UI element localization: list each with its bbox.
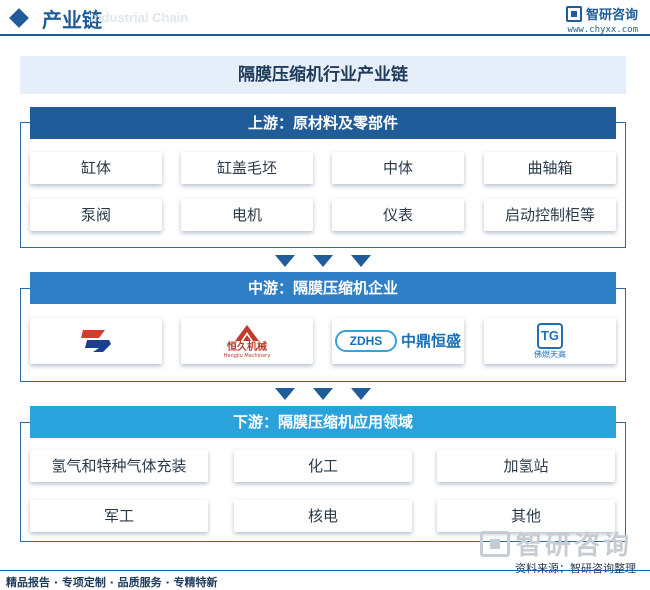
down-arrow-icon xyxy=(275,255,295,267)
downstream-item: 加氢站 xyxy=(437,450,615,482)
foran-logo-name: 佛燃天高 xyxy=(534,349,566,359)
downstream-item: 核电 xyxy=(234,500,412,532)
upstream-item: 缸盖毛坯 xyxy=(181,152,313,184)
red-blue-emblem-icon xyxy=(81,330,111,352)
upstream-item: 仪表 xyxy=(332,199,464,231)
company-logo-card: ZDHS 中鼎恒盛 xyxy=(332,318,464,364)
midstream-heading: 中游：隔膜压缩机企业 xyxy=(30,272,616,304)
down-arrow-icon xyxy=(313,388,333,400)
upstream-item: 启动控制柜等 xyxy=(484,199,616,231)
company-logo-card: 恒久机械 Hengjiu Machinery xyxy=(181,318,313,364)
hengjiu-logo-icon xyxy=(234,324,259,341)
company-logo-card: TG 佛燃天高 xyxy=(484,318,616,364)
down-arrow-icon xyxy=(351,388,371,400)
downstream-heading: 下游：隔膜压缩机应用领域 xyxy=(30,406,616,438)
hengjiu-logo-text: 恒久机械 xyxy=(226,341,267,353)
upstream-item: 缸体 xyxy=(30,152,162,184)
diamond-icon xyxy=(9,8,29,28)
zdhs-logo-name: 中鼎恒盛 xyxy=(400,332,461,350)
diagram-title: 隔膜压缩机行业产业链 xyxy=(20,56,626,94)
downstream-item: 其他 xyxy=(437,500,615,532)
downstream-item: 氢气和特种气体充装 xyxy=(30,450,208,482)
down-arrow-icon xyxy=(275,388,295,400)
downstream-item: 军工 xyxy=(30,500,208,532)
page-title: 产业链 xyxy=(42,8,102,32)
watermark-logo-icon xyxy=(479,530,510,557)
header: 产业链 Industrial Chain 智研咨询 www.chyxx.com xyxy=(0,0,650,44)
brand-logo-icon xyxy=(565,5,582,22)
brand: 智研咨询 www.chyxx.com xyxy=(565,4,638,35)
upstream-item: 曲轴箱 xyxy=(484,152,616,184)
downstream-item: 化工 xyxy=(234,450,412,482)
down-arrow-icon xyxy=(351,255,371,267)
header-ghost-text: Industrial Chain xyxy=(90,10,189,25)
brand-name: 智研咨询 xyxy=(585,8,638,23)
down-arrow-icon xyxy=(313,255,333,267)
upstream-item: 泵阀 xyxy=(30,199,162,231)
brand-url: www.chyxx.com xyxy=(567,25,638,35)
footer-divider xyxy=(0,570,650,571)
upstream-heading: 上游：原材料及零部件 xyxy=(30,107,616,139)
upstream-item: 中体 xyxy=(332,152,464,184)
zdhs-logo-text: ZDHS xyxy=(334,330,397,352)
foran-logo-mark: TG xyxy=(537,322,563,349)
hengjiu-logo-subtext: Hengjiu Machinery xyxy=(223,352,271,359)
watermark-text: 智研咨询 xyxy=(515,531,632,561)
header-divider xyxy=(0,34,650,36)
upstream-item: 电机 xyxy=(181,199,313,231)
watermark: 智研咨询 xyxy=(479,525,632,562)
source-note: 资料来源：智研咨询整理 xyxy=(515,562,636,575)
company-logo-card xyxy=(30,318,162,364)
footer-slogan: 精品报告 · 专项定制 · 品质服务 · 专精特新 xyxy=(6,576,218,589)
